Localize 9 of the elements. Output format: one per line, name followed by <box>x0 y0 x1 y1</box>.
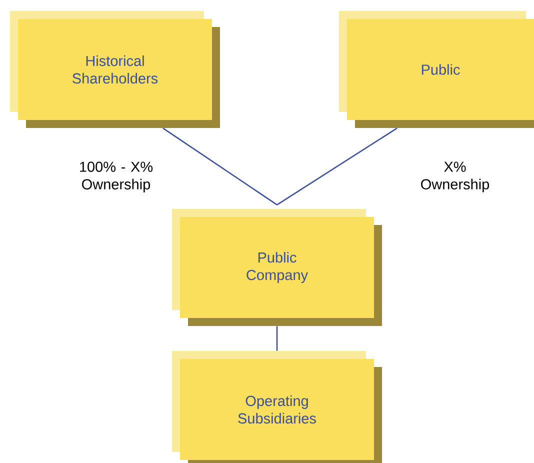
connector-line <box>162 128 278 206</box>
connector-line <box>276 326 278 351</box>
edge-label: X% Ownership <box>413 160 497 194</box>
edge-label: 100% - X% Ownership <box>74 160 158 194</box>
process-box: Public Company <box>172 209 382 326</box>
process-box: Public <box>339 11 534 128</box>
process-box: Operating Subsidiaries <box>172 351 382 463</box>
process-box: Historical Shareholders <box>10 11 220 128</box>
connector-line <box>276 128 398 206</box>
